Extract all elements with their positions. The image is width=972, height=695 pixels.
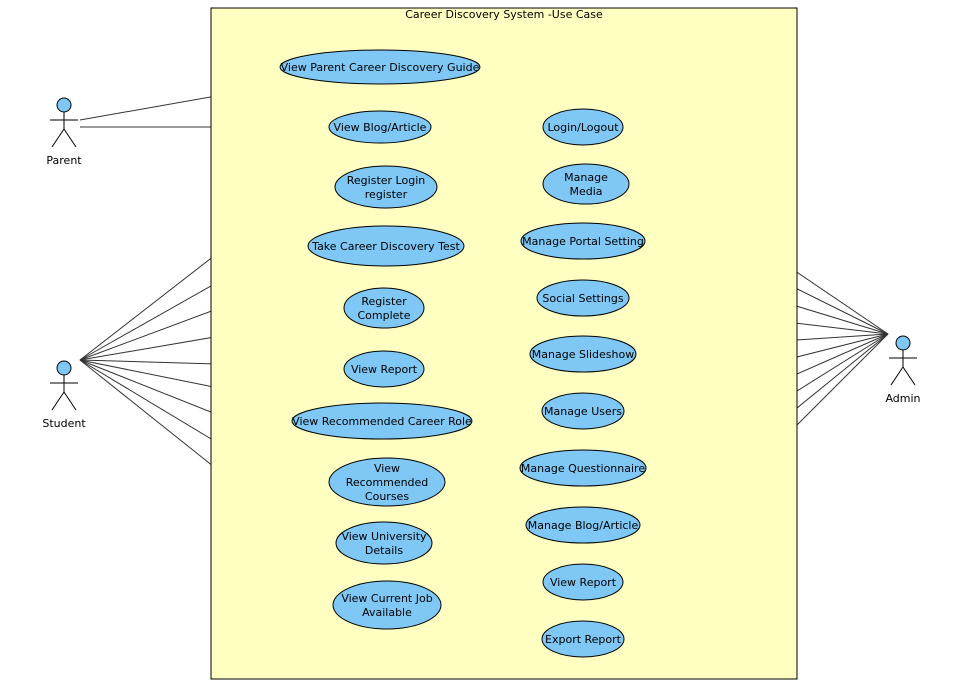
use-case-uc11[interactable]: Login/Logout: [542, 108, 624, 146]
system-boundary: [210, 7, 798, 680]
use-case-label: View Current Job: [341, 592, 432, 605]
use-case-ellipse: [541, 392, 625, 430]
use-case-ellipse: [332, 580, 442, 630]
use-case-label: Manage Users: [544, 405, 622, 418]
actor-head: [56, 97, 72, 113]
use-case-ellipse: [328, 457, 446, 507]
use-case-uc1[interactable]: View Parent Career Discovery Guide: [279, 49, 481, 85]
use-case-label: View Parent Career Discovery Guide: [281, 61, 480, 74]
use-case-ellipse: [519, 449, 647, 487]
use-case-ellipse: [541, 620, 625, 658]
use-case-ellipse: [291, 402, 473, 440]
actor-student[interactable]: Student: [42, 360, 86, 430]
use-case-uc17[interactable]: Manage Questionnaire: [519, 449, 647, 487]
diagram-title: Career Discovery System -Use Case: [405, 8, 603, 21]
use-case-ellipse: [520, 222, 646, 260]
use-case-uc18[interactable]: Manage Blog/Article: [525, 506, 641, 544]
actor-head: [895, 335, 911, 351]
actor-label-student: Student: [42, 417, 86, 430]
actor-head: [56, 360, 72, 376]
use-case-label: Manage Portal Setting: [522, 235, 644, 248]
use-case-ellipse: [542, 563, 624, 601]
actor-body: [889, 350, 917, 386]
actor-body: [50, 375, 78, 411]
use-case-ellipse: [279, 49, 481, 85]
use-case-uc4[interactable]: Take Career Discovery Test: [307, 225, 465, 267]
use-case-label: Take Career Discovery Test: [311, 240, 460, 253]
use-case-label: Complete: [357, 309, 410, 322]
use-case-label: View Report: [351, 363, 418, 376]
use-case-ellipse: [525, 506, 641, 544]
use-case-uc13[interactable]: Manage Portal Setting: [520, 222, 646, 260]
use-case-label: View Recommended Career Role: [292, 415, 472, 428]
use-case-ellipse: [542, 163, 630, 205]
use-case-label: View: [374, 462, 400, 475]
use-case-label: Export Report: [545, 633, 622, 646]
use-case-ellipse: [343, 350, 425, 388]
use-case-uc14[interactable]: Social Settings: [536, 279, 630, 317]
use-case-label: register: [365, 188, 408, 201]
use-case-uc2[interactable]: View Blog/Article: [328, 110, 432, 144]
actor-body: [50, 112, 78, 148]
use-case-uc7[interactable]: View Recommended Career Role: [291, 402, 473, 440]
use-case-uc19[interactable]: View Report: [542, 563, 624, 601]
use-case-label: Media: [569, 185, 602, 198]
use-case-label: Login/Logout: [547, 121, 619, 134]
actor-admin[interactable]: Admin: [885, 335, 921, 405]
use-case-ellipse: [343, 287, 425, 329]
use-case-uc20[interactable]: Export Report: [541, 620, 625, 658]
use-case-label: Manage Slideshow: [532, 348, 634, 361]
actor-parent[interactable]: Parent: [46, 97, 82, 167]
use-case-ellipse: [335, 521, 433, 565]
use-case-label: Manage Blog/Article: [528, 519, 639, 532]
use-case-ellipse: [529, 335, 637, 373]
use-case-ellipse: [334, 165, 438, 209]
actor-label-admin: Admin: [885, 392, 920, 405]
use-case-label: Manage Questionnaire: [521, 462, 645, 475]
use-case-uc6[interactable]: View Report: [343, 350, 425, 388]
use-case-uc16[interactable]: Manage Users: [541, 392, 625, 430]
use-case-label: Courses: [365, 490, 409, 503]
use-case-label: View Blog/Article: [334, 121, 427, 134]
use-case-uc15[interactable]: Manage Slideshow: [529, 335, 637, 373]
use-case-ellipse: [536, 279, 630, 317]
use-case-label: Social Settings: [542, 292, 623, 305]
use-case-label: Recommended: [346, 476, 429, 489]
use-case-label: Register Login: [347, 174, 425, 187]
use-case-ellipse: [307, 225, 465, 267]
use-case-label: Register: [361, 295, 407, 308]
use-case-label: Details: [365, 544, 403, 557]
use-case-label: View Report: [550, 576, 617, 589]
use-case-ellipse: [542, 108, 624, 146]
use-case-label: Manage: [564, 171, 608, 184]
use-case-ellipse: [328, 110, 432, 144]
use-case-label: Available: [362, 606, 412, 619]
use-case-label: View University: [341, 530, 427, 543]
actor-label-parent: Parent: [46, 154, 82, 167]
